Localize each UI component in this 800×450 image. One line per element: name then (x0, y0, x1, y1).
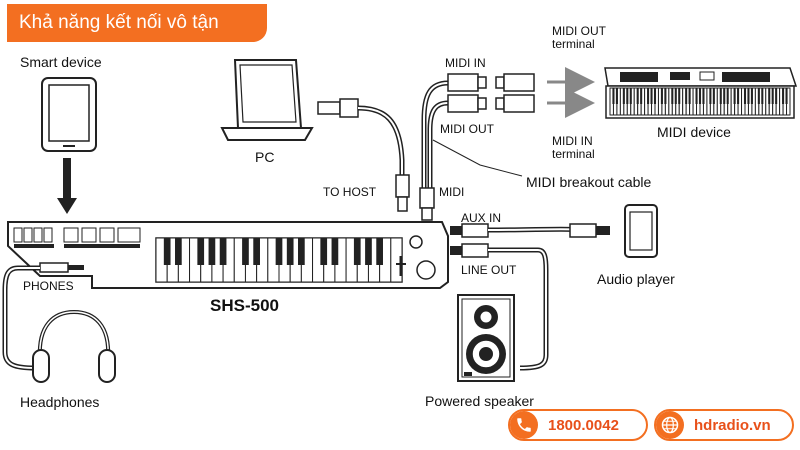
midi-port-label: MIDI (439, 185, 465, 199)
shs-500-black-key (331, 238, 339, 265)
hotline-number: 1800.0042 (548, 416, 619, 434)
headphones-icon (32, 309, 116, 383)
keyboard-model-label: SHS-500 (210, 296, 279, 315)
powered-speaker-label: Powered speaker (425, 393, 534, 409)
to-host-label: TO HOST (323, 185, 377, 199)
phone-icon (510, 411, 538, 439)
midi-in-terminal-line1: MIDI IN (552, 134, 593, 148)
midi-device-black-key (636, 88, 639, 104)
shs-500-keyboard (7, 221, 449, 289)
midi-device-black-key (671, 88, 674, 104)
midi-device-black-key (664, 88, 667, 104)
midi-device-icon (604, 67, 798, 119)
midi-device-black-key (612, 88, 615, 104)
website-url: hdradio.vn (694, 416, 771, 434)
midi-device-black-key (688, 88, 691, 104)
line-out-label: LINE OUT (461, 263, 517, 277)
phones-label: PHONES (23, 279, 74, 293)
midi-device-black-key (750, 88, 753, 104)
midi-device-black-key (723, 88, 726, 104)
midi-in-label: MIDI IN (445, 56, 486, 70)
midi-device-black-key (650, 88, 653, 104)
midi-device-black-key (685, 88, 688, 104)
midi-device-label: MIDI device (657, 124, 731, 140)
midi-in-terminal-line2: terminal (552, 147, 595, 161)
midi-breakout-cable (419, 73, 535, 221)
midi-device-black-key (698, 88, 702, 104)
midi-device-black-key (622, 88, 625, 104)
smart-device-arrow (57, 158, 77, 214)
shs-500-black-key (298, 238, 305, 265)
smart-device-label: Smart device (20, 54, 102, 70)
shs-500-black-key (208, 238, 216, 265)
shs-500-black-key (376, 238, 383, 265)
aux-in-label: AUX IN (461, 211, 502, 225)
midi-device-black-key (678, 88, 681, 104)
midi-device-black-key (647, 88, 650, 104)
shs-500-black-key (175, 238, 182, 265)
powered-speaker-icon (457, 294, 515, 382)
shs-500-black-key (219, 238, 227, 265)
shs-500-black-key (253, 238, 260, 265)
midi-device-black-key (768, 88, 771, 104)
midi-device-black-key (737, 88, 740, 104)
midi-device-black-key (782, 88, 785, 104)
page-title-banner: Khả năng kết nối vô tận (7, 4, 267, 42)
midi-device-black-key (660, 88, 663, 104)
midi-breakout-cable-label: MIDI breakout cable (526, 174, 652, 190)
headphones-cable (2, 262, 84, 371)
audio-player-icon (624, 204, 658, 258)
shs-500-black-key (365, 238, 372, 265)
globe-icon (656, 411, 684, 439)
shs-500-black-key (320, 238, 328, 265)
shs-500-black-key (286, 238, 294, 265)
midi-device-black-key (757, 88, 760, 104)
midi-device-black-key (726, 88, 729, 104)
midi-device-black-key (695, 88, 698, 104)
audio-player-label: Audio player (597, 271, 675, 287)
midi-device-black-key (761, 88, 764, 104)
midi-device-black-key (709, 88, 712, 104)
pc-laptop-icon (220, 59, 314, 141)
midi-device-black-key (626, 88, 629, 104)
midi-device-black-key (733, 88, 736, 104)
midi-device-black-key (640, 88, 643, 104)
midi-device-black-key (743, 88, 747, 104)
midi-out-terminal-label: MIDI OUT terminal (552, 25, 606, 51)
midi-device-black-key (629, 88, 632, 104)
midi-device-black-key (719, 88, 722, 104)
midi-device-black-key (747, 88, 750, 104)
line-out-cable (450, 243, 549, 371)
midi-device-black-key (785, 88, 788, 104)
midi-device-black-key (702, 88, 705, 104)
page-title: Khả năng kết nối vô tận (19, 12, 219, 33)
midi-device-black-key (775, 88, 778, 104)
pc-label: PC (255, 149, 275, 165)
midi-device-black-key (771, 88, 774, 104)
midi-out-terminal-line1: MIDI OUT (552, 24, 606, 38)
midi-out-label: MIDI OUT (440, 122, 494, 136)
headphones-label: Headphones (20, 394, 100, 410)
website-link[interactable]: hdradio.vn (654, 409, 794, 441)
midi-device-black-key (674, 88, 677, 104)
smart-device-icon (41, 77, 97, 152)
shs-500-black-key (163, 238, 171, 265)
shs-500-black-key (242, 238, 249, 265)
midi-device-black-key (615, 88, 618, 104)
shs-500-black-key (275, 238, 283, 265)
midi-device-black-key (712, 88, 715, 104)
aux-in-cable (450, 223, 610, 238)
midi-out-terminal-line2: terminal (552, 37, 595, 51)
usb-cable (317, 98, 410, 212)
midi-device-black-key (653, 88, 657, 104)
shs-500-black-key (353, 238, 361, 265)
hotline-button[interactable]: 1800.0042 (508, 409, 648, 441)
shs-500-black-key (197, 238, 205, 265)
midi-in-terminal-label: MIDI IN terminal (552, 135, 595, 161)
